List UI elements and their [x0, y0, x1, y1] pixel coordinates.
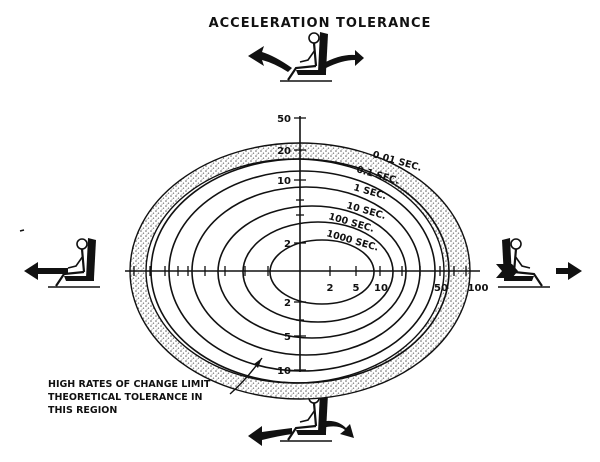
tick-label-right-50: 50 [434, 283, 448, 294]
top-pilot-group [248, 30, 364, 83]
right-pilot-group [496, 236, 582, 289]
axis-ticks [133, 117, 467, 371]
tick-label-right-5: 5 [353, 283, 360, 294]
left-curved-arrow-icon [248, 426, 292, 446]
left-tail-arrow-icon [496, 264, 518, 278]
tick-label-up-2: 2 [284, 239, 291, 250]
note-leader-arrowhead [254, 358, 262, 368]
left-curved-arrow-icon [248, 46, 292, 72]
right-arrow-icon [556, 262, 582, 280]
seated-pilot-icon [46, 236, 102, 289]
seated-pilot-icon [496, 236, 552, 289]
diagram-title: ACCELERATION TOLERANCE [209, 16, 432, 31]
tick-label-right-10: 10 [374, 283, 388, 294]
note-line-3: THIS REGION [48, 405, 117, 416]
right-curved-arrow-icon [322, 50, 364, 68]
contour-ellipse-100 [242, 221, 394, 323]
left-pilot-group [19, 229, 102, 289]
tick-label-down-5: 5 [284, 332, 291, 343]
tick-label-down-2: 2 [284, 298, 291, 309]
note-line-2: THEORETICAL TOLERANCE IN [48, 392, 203, 403]
tick-label-right-100: 100 [468, 283, 489, 294]
stray-mark [19, 229, 25, 232]
bottom-pilot-group [248, 390, 354, 446]
tick-label-up-20: 20 [277, 146, 291, 157]
tick-label-up-10: 10 [277, 176, 291, 187]
seated-pilot-icon [278, 30, 334, 83]
contour-ellipse-1000 [269, 239, 375, 305]
note-line-1: HIGH RATES OF CHANGE LIMIT [48, 379, 211, 390]
tick-label-right-2: 2 [327, 283, 334, 294]
right-curved-arrow-icon [320, 420, 354, 438]
tick-label-down-10: 10 [277, 366, 291, 377]
contour-ellipse-10 [217, 205, 407, 339]
tick-label-up-50: 50 [277, 114, 291, 125]
left-arrow-icon [24, 262, 68, 280]
